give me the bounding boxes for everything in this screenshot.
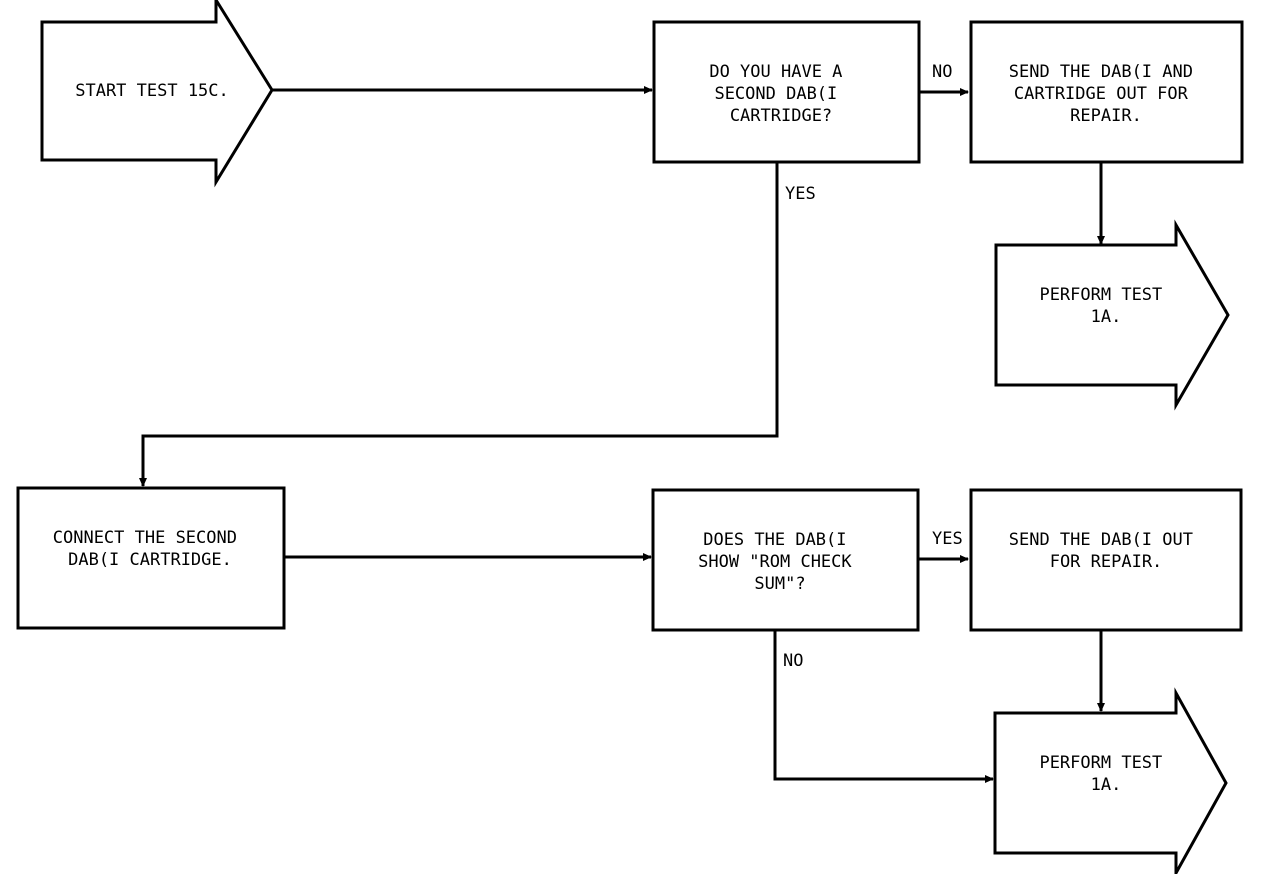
perform-top-line-2: 1A. bbox=[1091, 307, 1122, 327]
perform-bottom-arrow-shape bbox=[993, 687, 1228, 874]
send-both-box bbox=[969, 20, 1244, 164]
node-question-rom-checksum: DOES THE DAB(I SHOW "ROM CHECK SUM"? bbox=[651, 488, 920, 632]
node-question-second-cartridge: DO YOU HAVE A SECOND DAB(I CARTRIDGE? bbox=[652, 20, 921, 164]
node-start: START TEST 15C. bbox=[40, 0, 274, 188]
edge-label-question-second-yes: YES bbox=[785, 184, 816, 204]
send-dabii-line-2: FOR REPAIR. bbox=[1050, 552, 1163, 572]
edge-label-question-checksum-yes: YES bbox=[932, 529, 963, 549]
question-second-line-3: CARTRIDGE? bbox=[730, 106, 832, 126]
send-dabii-line-1: SEND THE DAB(I OUT bbox=[1009, 530, 1193, 550]
perform-bottom-label: PERFORM TEST 1A. bbox=[1039, 753, 1172, 795]
send-both-line-2: CARTRIDGE OUT FOR bbox=[1014, 84, 1189, 104]
start-label-line: START TEST 15C. bbox=[75, 81, 229, 101]
question-checksum-line-3: SUM"? bbox=[754, 574, 805, 594]
connect-second-label: CONNECT THE SECOND DAB(I CARTRIDGE. bbox=[53, 528, 247, 570]
node-connect-second-cartridge: CONNECT THE SECOND DAB(I CARTRIDGE. bbox=[16, 486, 286, 630]
node-perform-test-top: PERFORM TEST 1A. bbox=[994, 219, 1230, 411]
connector-question-checksum-no bbox=[773, 630, 994, 783]
edge-labels: NO YES YES NO bbox=[783, 62, 963, 671]
send-dabii-label: SEND THE DAB(I OUT FOR REPAIR. bbox=[1009, 530, 1203, 572]
connect-second-line-1: CONNECT THE SECOND bbox=[53, 528, 237, 548]
send-both-line-3: REPAIR. bbox=[1070, 106, 1142, 126]
send-dabii-box bbox=[969, 488, 1243, 632]
perform-top-label: PERFORM TEST 1A. bbox=[1039, 285, 1172, 327]
question-second-box bbox=[652, 20, 921, 164]
perform-top-arrow-shape bbox=[994, 219, 1230, 411]
send-both-line-1: SEND THE DAB(I AND bbox=[1009, 62, 1193, 82]
question-checksum-line-1: DOES THE DAB(I bbox=[703, 530, 846, 550]
node-send-dabii-for-repair: SEND THE DAB(I OUT FOR REPAIR. bbox=[969, 488, 1243, 632]
edge-label-question-checksum-no: NO bbox=[783, 651, 803, 671]
question-checksum-box bbox=[651, 488, 920, 632]
question-second-line-2: SECOND DAB(I bbox=[714, 84, 837, 104]
connectors bbox=[139, 86, 1105, 783]
perform-top-line-1: PERFORM TEST bbox=[1039, 285, 1162, 305]
perform-bottom-line-2: 1A. bbox=[1091, 775, 1122, 795]
node-send-both-for-repair: SEND THE DAB(I AND CARTRIDGE OUT FOR REP… bbox=[969, 20, 1244, 164]
start-label: START TEST 15C. bbox=[75, 81, 229, 101]
question-second-label: DO YOU HAVE A SECOND DAB(I CARTRIDGE? bbox=[709, 62, 852, 126]
connect-second-line-2: DAB(I CARTRIDGE. bbox=[68, 550, 232, 570]
edge-label-question-second-no: NO bbox=[932, 62, 952, 82]
node-perform-test-bottom: PERFORM TEST 1A. bbox=[993, 687, 1228, 874]
question-checksum-label: DOES THE DAB(I SHOW "ROM CHECK SUM"? bbox=[698, 530, 862, 594]
connector-question-second-yes bbox=[139, 162, 779, 487]
question-second-line-1: DO YOU HAVE A bbox=[709, 62, 842, 82]
question-checksum-line-2: SHOW "ROM CHECK bbox=[698, 552, 852, 572]
connect-second-box bbox=[16, 486, 286, 630]
perform-bottom-line-1: PERFORM TEST bbox=[1039, 753, 1162, 773]
start-arrow-shape bbox=[40, 0, 274, 188]
send-both-label: SEND THE DAB(I AND CARTRIDGE OUT FOR REP… bbox=[1009, 62, 1203, 126]
